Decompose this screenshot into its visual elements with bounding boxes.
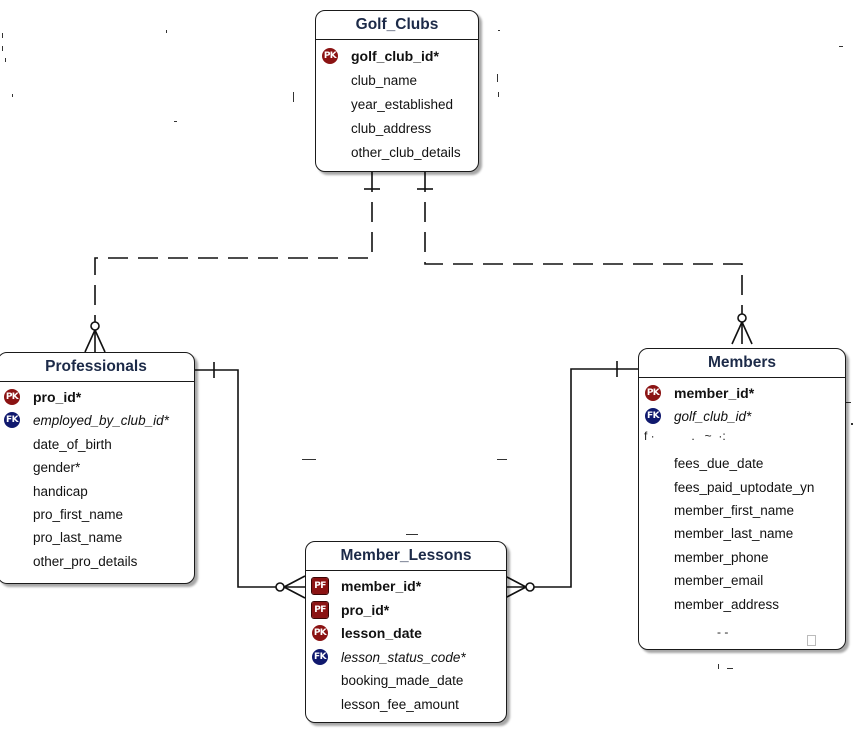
attribute-name: handicap [33, 483, 88, 499]
title-divider [639, 377, 845, 378]
title-divider [306, 570, 506, 571]
attribute-name: club_address [351, 121, 432, 136]
obscured-attribute-row: f · . ~ ·: [644, 429, 726, 443]
attribute-name: date_of_birth [33, 436, 112, 452]
attribute-name: pro_first_name [33, 507, 124, 522]
attribute-name: member_phone [674, 549, 769, 565]
attribute-name: fees_due_date [674, 456, 764, 472]
scan-mark: - - [717, 625, 729, 639]
relationship-professionals-lessons [193, 362, 306, 599]
pf-key-icon: PF [311, 600, 329, 619]
fk-key-icon: FK [4, 412, 20, 429]
entity-title: Golf_Clubs [355, 16, 439, 33]
attribute-name: member_address [674, 596, 780, 612]
pk-key-icon: PK [645, 385, 661, 401]
entity-golf-clubs[interactable]: Golf_Clubs PK golf_club_id* club_name year_… [315, 10, 479, 172]
attribute-name: pro_id* [341, 601, 390, 618]
attribute-name: other_pro_details [33, 553, 138, 569]
scan-artifacts [2, 30, 853, 669]
attribute-name: fees_paid_uptodate_yn [674, 479, 815, 495]
entity-member-lessons[interactable]: Member_Lessons PF member_id* PF pro_id* PK le… [305, 541, 507, 723]
attribute-name: lesson_date [341, 625, 422, 642]
attribute-name: pro_last_name [33, 530, 123, 546]
entity-title: Member_Lessons [340, 547, 472, 564]
attribute-name: golf_club_id* [351, 48, 439, 64]
title-divider [316, 39, 478, 40]
relationship-golf-clubs-professionals [84, 172, 380, 353]
attribute-name: member_first_name [674, 503, 795, 518]
attribute-name: booking_made_date [341, 673, 464, 689]
pk-key-icon: PK [4, 389, 20, 405]
attribute-name: other_club_details [351, 145, 461, 160]
attribute-name: golf_club_id* [674, 409, 752, 425]
attribute-name: member_email [674, 573, 764, 589]
attribute-name: member_id* [341, 578, 422, 594]
entity-title: Members [707, 354, 777, 371]
pk-key-icon: PK [322, 48, 338, 64]
attribute-name: lesson_fee_amount [341, 697, 459, 712]
entity-members[interactable]: Members f · . ~ ·: - - PK member_id* FK gol… [638, 348, 846, 650]
fk-key-icon: FK [312, 648, 328, 665]
attribute-name: member_id* [674, 385, 755, 401]
title-divider [0, 381, 194, 382]
scroll-marker [807, 635, 816, 646]
attribute-name: year_established [351, 97, 454, 112]
attribute-name: gender* [33, 460, 81, 476]
entity-professionals[interactable]: Professionals PK pro_id* FK employed_by_clu… [0, 352, 195, 584]
attribute-name: member_last_name [674, 526, 794, 542]
pf-key-icon: PF [311, 577, 329, 595]
attribute-name: employed_by_club_id* [33, 413, 169, 429]
relationship-members-lessons [504, 361, 638, 599]
relationship-golf-clubs-members [417, 172, 753, 345]
pk-key-icon: PK [312, 625, 328, 642]
entity-title: Professionals [45, 358, 147, 375]
attribute-name: lesson_status_code* [341, 649, 466, 665]
fk-key-icon: FK [645, 408, 661, 425]
attribute-name: club_name [351, 73, 418, 88]
attribute-name: pro_id* [33, 389, 82, 405]
